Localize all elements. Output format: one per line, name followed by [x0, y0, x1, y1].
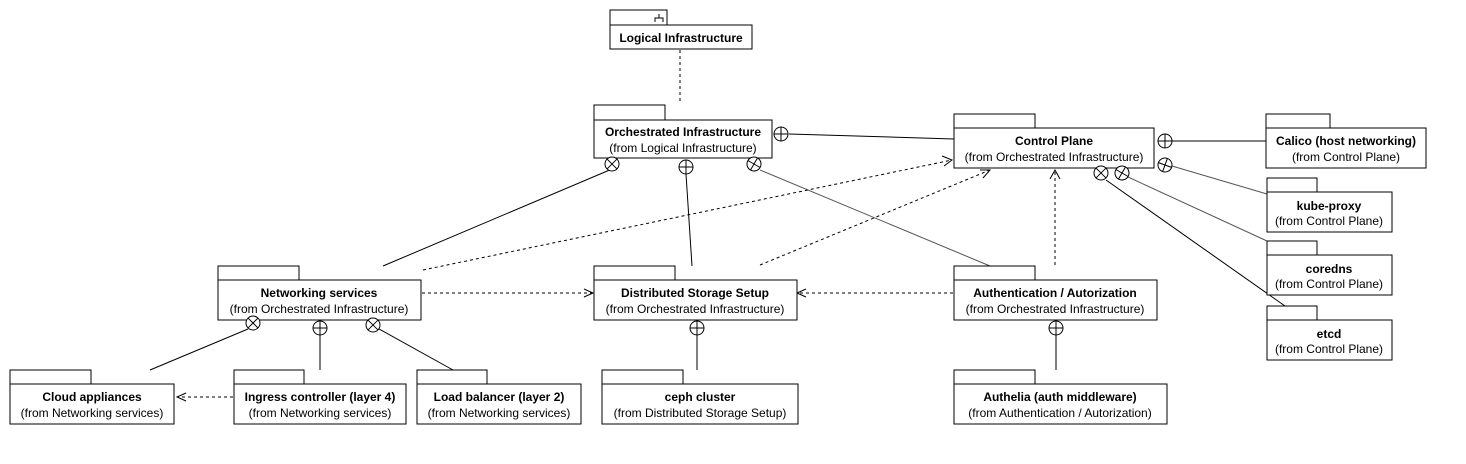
connector-controlplane-kubeproxy: [1171, 165, 1268, 195]
package-origin: (from Orchestrated Infrastructure): [230, 302, 409, 316]
package-kube-proxy[interactable]: kube-proxy (from Control Plane): [1266, 177, 1393, 233]
containment-icon: [689, 320, 705, 336]
containment-markers: [245, 126, 1173, 336]
containment-icon: [245, 315, 261, 331]
package-ceph-cluster[interactable]: ceph cluster (from Distributed Storage S…: [601, 369, 799, 425]
package-name: Cloud appliances: [42, 390, 142, 404]
connector-orchestrated-controlplane: [788, 133, 955, 140]
containment-icon: [1048, 320, 1064, 336]
package-distributed-storage[interactable]: Distributed Storage Setup (from Orchestr…: [593, 265, 798, 321]
package-name: Ingress controller (layer 4): [245, 390, 396, 404]
package-authentication[interactable]: Authentication / Autorization (from Orch…: [953, 265, 1158, 321]
connector-controlplane-etcd: [1105, 179, 1286, 307]
connector-orchestrated-auth: [759, 169, 991, 267]
connector-orchestrated-storage: [685, 173, 693, 267]
package-name: Authentication / Autorization: [973, 286, 1137, 300]
containment-icon: [678, 159, 694, 175]
package-origin: (from Logical Infrastructure): [609, 141, 756, 155]
containment-icon: [1157, 133, 1173, 149]
package-origin: (from Orchestrated Infrastructure): [965, 150, 1144, 164]
connector-networking-loadbalancer: [378, 328, 454, 371]
package-origin: (from Control Plane): [1292, 150, 1400, 164]
package-load-balancer[interactable]: Load balancer (layer 2) (from Networking…: [416, 369, 582, 425]
arrowhead-networking-storage: [583, 288, 595, 298]
package-orchestrated-infrastructure[interactable]: Orchestrated Infrastructure (from Logica…: [593, 104, 773, 159]
package-name: Orchestrated Infrastructure: [605, 125, 761, 139]
arrowhead-networking-controlplane: [941, 155, 954, 167]
connector-orchestrated-networking: [382, 168, 613, 267]
containment-icon: [1157, 157, 1173, 173]
package-stereotype-icon: [654, 14, 664, 22]
package-name: ceph cluster: [665, 390, 736, 404]
package-origin: (from Control Plane): [1275, 342, 1383, 356]
package-name: etcd: [1317, 327, 1342, 341]
package-origin: (from Control Plane): [1275, 214, 1383, 228]
package-name: Logical Infrastructure: [619, 31, 743, 45]
containment-icon: [773, 126, 789, 142]
package-origin: (from Networking services): [249, 406, 392, 420]
connectors: [149, 50, 1286, 402]
package-origin: (from Orchestrated Infrastructure): [606, 302, 785, 316]
package-origin: (from Control Plane): [1275, 277, 1383, 291]
connector-controlplane-coredns: [1127, 176, 1268, 242]
arrowhead-auth-controlplane: [1049, 168, 1061, 180]
package-origin: (from Orchestrated Infrastructure): [966, 302, 1145, 316]
package-name: Distributed Storage Setup: [621, 286, 769, 300]
containment-icon: [312, 320, 328, 336]
containment-icon: [1114, 165, 1130, 181]
containment-icon: [1093, 165, 1109, 181]
package-origin: (from Networking services): [21, 406, 164, 420]
package-name: coredns: [1306, 262, 1353, 276]
package-origin: (from Distributed Storage Setup): [614, 406, 787, 420]
package-calico[interactable]: Calico (host networking) (from Control P…: [1265, 113, 1427, 169]
package-networking-services[interactable]: Networking services (from Orchestrated I…: [217, 265, 422, 321]
package-name: Authelia (auth middleware): [983, 390, 1136, 404]
containment-icon: [365, 317, 381, 333]
arrowhead-ingress-cloud: [175, 392, 187, 402]
package-logical-infrastructure[interactable]: Logical Infrastructure: [609, 9, 753, 50]
package-coredns[interactable]: coredns (from Control Plane): [1266, 240, 1393, 296]
package-name: Control Plane: [1015, 134, 1093, 148]
package-cloud-appliances[interactable]: Cloud appliances (from Networking servic…: [9, 369, 175, 425]
package-name: Networking services: [261, 286, 378, 300]
package-origin: (from Networking services): [428, 406, 571, 420]
package-origin: (from Authentication / Autorization): [968, 406, 1151, 420]
package-ingress-controller[interactable]: Ingress controller (layer 4) (from Netwo…: [233, 369, 407, 425]
package-name: Calico (host networking): [1276, 134, 1416, 148]
containment-icon: [604, 156, 620, 172]
package-name: Load balancer (layer 2): [434, 390, 565, 404]
package-etcd[interactable]: etcd (from Control Plane): [1266, 305, 1393, 361]
containment-icon: [746, 156, 762, 172]
connector-networking-cloud: [149, 328, 249, 371]
package-authelia[interactable]: Authelia (auth middleware) (from Authent…: [953, 369, 1168, 425]
dependency-networking-controlplane: [422, 159, 953, 271]
package-control-plane[interactable]: Control Plane (from Orchestrated Infrast…: [953, 113, 1155, 169]
package-name: kube-proxy: [1297, 199, 1362, 213]
arrowhead-storage-controlplane: [980, 169, 992, 179]
